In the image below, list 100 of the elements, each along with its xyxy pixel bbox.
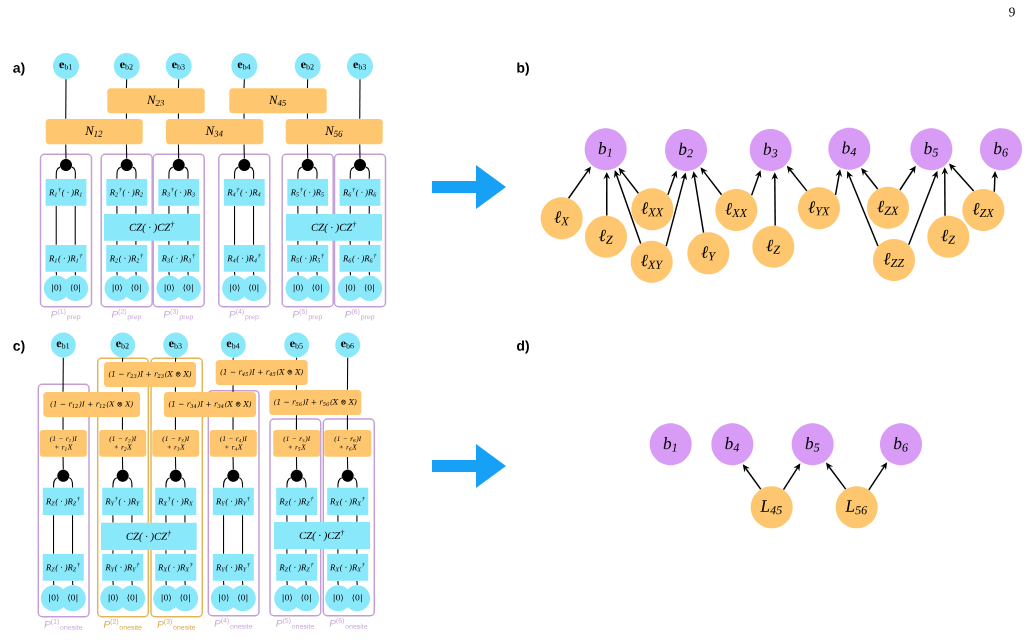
wire: [116, 240, 118, 246]
gate-box: CZ( · )CZ$^{†}$: [101, 522, 197, 550]
gate-box: R$_{X}$$^{†}$( · )R$_{X}$: [155, 487, 197, 515]
wire: [187, 240, 189, 246]
wire: [297, 166, 303, 180]
wire: [125, 78, 128, 89]
wire: [174, 357, 177, 363]
wire: [349, 166, 355, 180]
node-label: |0⟩: [219, 594, 229, 603]
wire: [131, 580, 133, 586]
wire: [286, 477, 292, 488]
node-label: |0⟩: [293, 284, 303, 293]
wire: [368, 240, 370, 246]
wire: [349, 205, 351, 215]
wire: [297, 240, 299, 246]
gate-box: R$_{2}$$^{†}$( · )R$_{2}$: [106, 179, 148, 206]
wire: [174, 456, 177, 470]
wire: [232, 357, 234, 361]
wire: [72, 580, 74, 586]
node-label: ⟨0|: [301, 594, 311, 603]
wire: [121, 357, 124, 363]
wire: [72, 514, 74, 555]
wire: [302, 477, 307, 488]
gate-box: CZ( · )CZ$^{†}$: [104, 214, 200, 241]
wire: [116, 166, 122, 180]
node-label: ⟨0|: [312, 284, 322, 293]
gate-box: R$_{6}$$^{†}$( · )R$_{6}$: [339, 179, 381, 206]
wire: [131, 514, 133, 523]
wire: [177, 78, 180, 89]
wire: [346, 414, 348, 431]
gate-box: CZ( · )CZ$^{†}$: [274, 522, 370, 549]
wire: [65, 144, 67, 160]
wire: [306, 144, 309, 160]
wire: [313, 166, 318, 180]
wire: [316, 240, 318, 246]
node-label: ⟨0|: [364, 284, 374, 293]
wire: [165, 477, 171, 488]
wire: [356, 548, 358, 555]
wire: [112, 580, 114, 586]
wire: [55, 166, 61, 180]
wire: [295, 384, 297, 391]
node-label: |0⟩: [164, 284, 174, 293]
node-label: |0⟩: [282, 594, 292, 603]
wire: [121, 386, 123, 393]
wire: [232, 456, 234, 470]
channel-box: N$_{34}$: [166, 119, 264, 145]
node-label: ⟨0|: [183, 284, 193, 293]
page-number: 9: [1009, 7, 1015, 17]
wire: [62, 416, 64, 431]
wire: [55, 271, 58, 276]
wire: [356, 580, 358, 586]
node-label: ⟨0|: [180, 594, 190, 603]
wire: [234, 271, 236, 276]
wire: [316, 271, 318, 276]
panel-label: b): [517, 62, 529, 76]
wire: [135, 271, 137, 276]
wire: [112, 514, 114, 523]
node-label: |0⟩: [52, 284, 62, 293]
node-label: ⟨0|: [238, 594, 248, 603]
node-label: ⟨0|: [249, 284, 259, 293]
wire: [181, 477, 186, 488]
wire: [359, 78, 361, 120]
wire: [305, 548, 307, 555]
arrow: [700, 167, 723, 196]
channel-box: N$_{56}$: [285, 119, 383, 145]
wire: [306, 78, 309, 89]
wire: [165, 514, 167, 523]
wire: [353, 477, 358, 488]
arrow: [846, 171, 879, 247]
wire: [286, 548, 288, 555]
wire: [295, 414, 297, 431]
gate-box: CZ( · )CZ$^{†}$: [286, 214, 382, 241]
wire: [316, 205, 318, 215]
wire: [53, 514, 55, 555]
wire: [125, 113, 127, 120]
wire: [125, 144, 128, 160]
wire: [232, 416, 234, 431]
wire: [74, 271, 77, 276]
wire: [242, 514, 244, 555]
node-label: ⟨0|: [131, 284, 141, 293]
wire: [223, 580, 225, 586]
wire: [168, 205, 170, 215]
node-label: ⟨0|: [352, 594, 362, 603]
wire: [243, 78, 245, 89]
wire: [286, 514, 288, 523]
wire: [295, 456, 298, 470]
arrow: [614, 170, 642, 245]
wire: [243, 144, 245, 160]
wire: [184, 166, 189, 180]
wire: [232, 384, 234, 393]
wire: [249, 166, 255, 180]
wire: [356, 514, 358, 523]
wire: [71, 166, 76, 180]
wire: [187, 271, 189, 276]
wire: [177, 113, 179, 120]
wire: [337, 548, 339, 555]
wire: [297, 205, 299, 215]
node-label: ⟨0|: [68, 594, 78, 603]
wire: [223, 514, 225, 555]
wire: [65, 78, 67, 120]
